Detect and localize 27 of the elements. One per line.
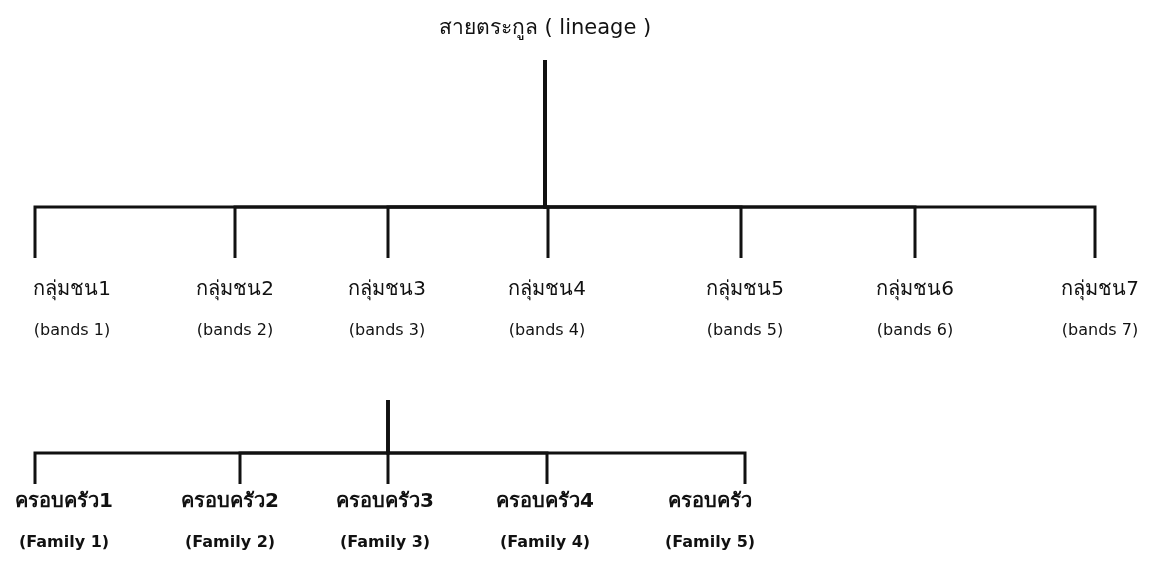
node-subtitle: (bands 3): [348, 320, 426, 339]
node-label: ครอบครัว: [668, 487, 752, 514]
node-label: ครอบครัว3: [336, 487, 434, 514]
connector-line: [543, 60, 1097, 258]
node-subtitle: (bands 4): [508, 320, 586, 339]
node-subtitle: (bands 1): [33, 320, 111, 339]
node-label: กลุ่มชน6: [876, 275, 954, 303]
node-label: กลุ่มชน5: [706, 275, 784, 303]
node-label: ครอบครัว1: [15, 487, 113, 514]
node-label: กลุ่มชน3: [348, 275, 426, 303]
node-subtitle: (bands 7): [1061, 320, 1139, 339]
node-label: ครอบครัว4: [496, 487, 594, 514]
node-subtitle: (Family 2): [184, 532, 276, 551]
node-label: กลุ่มชน4: [508, 275, 586, 303]
node-label: ครอบครัว2: [181, 487, 279, 514]
node-subtitle: (bands 6): [876, 320, 954, 339]
node-subtitle: (Family 1): [18, 532, 110, 551]
node-subtitle: (Family 5): [664, 532, 756, 551]
node-subtitle: (bands 5): [706, 320, 784, 339]
node-label: กลุ่มชน7: [1061, 275, 1139, 303]
node-subtitle: (Family 4): [499, 532, 591, 551]
node-label: กลุ่มชน2: [196, 275, 274, 303]
node-label: กลุ่มชน1: [33, 275, 111, 303]
node-subtitle: (Family 3): [339, 532, 431, 551]
connector-line: [386, 400, 747, 484]
node-label: สายตระกูล ( lineage ): [438, 14, 652, 42]
node-subtitle: (bands 2): [196, 320, 274, 339]
